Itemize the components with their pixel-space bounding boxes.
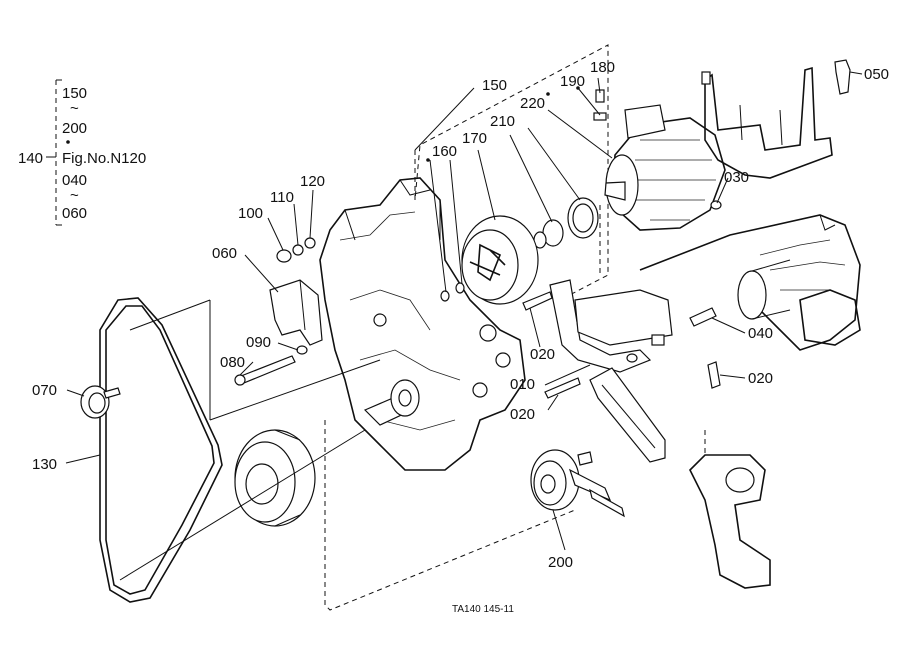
- range-top-end: 200: [62, 120, 87, 137]
- callout-040: 040: [748, 325, 773, 342]
- range-bottom-tilde: ~: [70, 187, 79, 204]
- callout-070: 070: [32, 382, 57, 399]
- reference-block: 140 150 ~ 200 Fig.No.N120 040 ~ 060: [18, 79, 146, 226]
- callout-060: 060: [212, 245, 237, 262]
- callout-210: 210: [490, 113, 515, 130]
- range-top-start: 150: [62, 85, 87, 102]
- callout-labels: 150 180 190 220 210 170 160 050 030 120 …: [32, 59, 889, 571]
- adjusting-bracket: [549, 279, 673, 463]
- reference-number: 140: [18, 150, 43, 167]
- idler-pulley: [80, 385, 121, 419]
- upper-bracket: [701, 59, 851, 179]
- figure-reference: Fig.No.N120: [62, 150, 146, 167]
- callout-130: 130: [32, 456, 57, 473]
- callout-010: 010: [510, 376, 535, 393]
- leader-lines: [65, 71, 863, 581]
- bolts: [522, 200, 722, 399]
- range-bottom-start: 040: [62, 172, 87, 189]
- callout-190: 190: [560, 73, 585, 90]
- compressor: [593, 89, 726, 231]
- idler-assembly: [530, 449, 625, 518]
- callout-090: 090: [246, 334, 271, 351]
- callout-120: 120: [300, 173, 325, 190]
- crank-pulley: [234, 429, 316, 527]
- callout-110: 110: [270, 189, 294, 206]
- v-belt: [99, 297, 223, 603]
- callout-050: 050: [864, 66, 889, 83]
- callout-160: 160: [432, 143, 457, 160]
- dashed-assembly-frame: [324, 44, 609, 611]
- callout-020-upper: 020: [530, 346, 555, 363]
- engine-block: [319, 177, 526, 471]
- callout-170: 170: [462, 130, 487, 147]
- callout-150: 150: [482, 77, 507, 94]
- compressor-pulley: [440, 215, 539, 305]
- callout-020-right: 020: [748, 370, 773, 387]
- water-outlet: [689, 430, 771, 589]
- range-bottom-end: 060: [62, 205, 87, 222]
- callout-200: 200: [548, 554, 573, 571]
- callout-020-lower: 020: [510, 406, 535, 423]
- callout-220: 220: [520, 95, 545, 112]
- drawing-code: TA140 145-11: [452, 604, 514, 615]
- callout-080: 080: [220, 354, 245, 371]
- engine-side-section: [639, 214, 861, 351]
- range-top-tilde: ~: [70, 100, 79, 117]
- callout-030: 030: [724, 169, 749, 186]
- callout-100: 100: [238, 205, 263, 222]
- callout-180: 180: [590, 59, 615, 76]
- tension-bracket: [234, 237, 323, 386]
- clutch-rings: [533, 197, 599, 249]
